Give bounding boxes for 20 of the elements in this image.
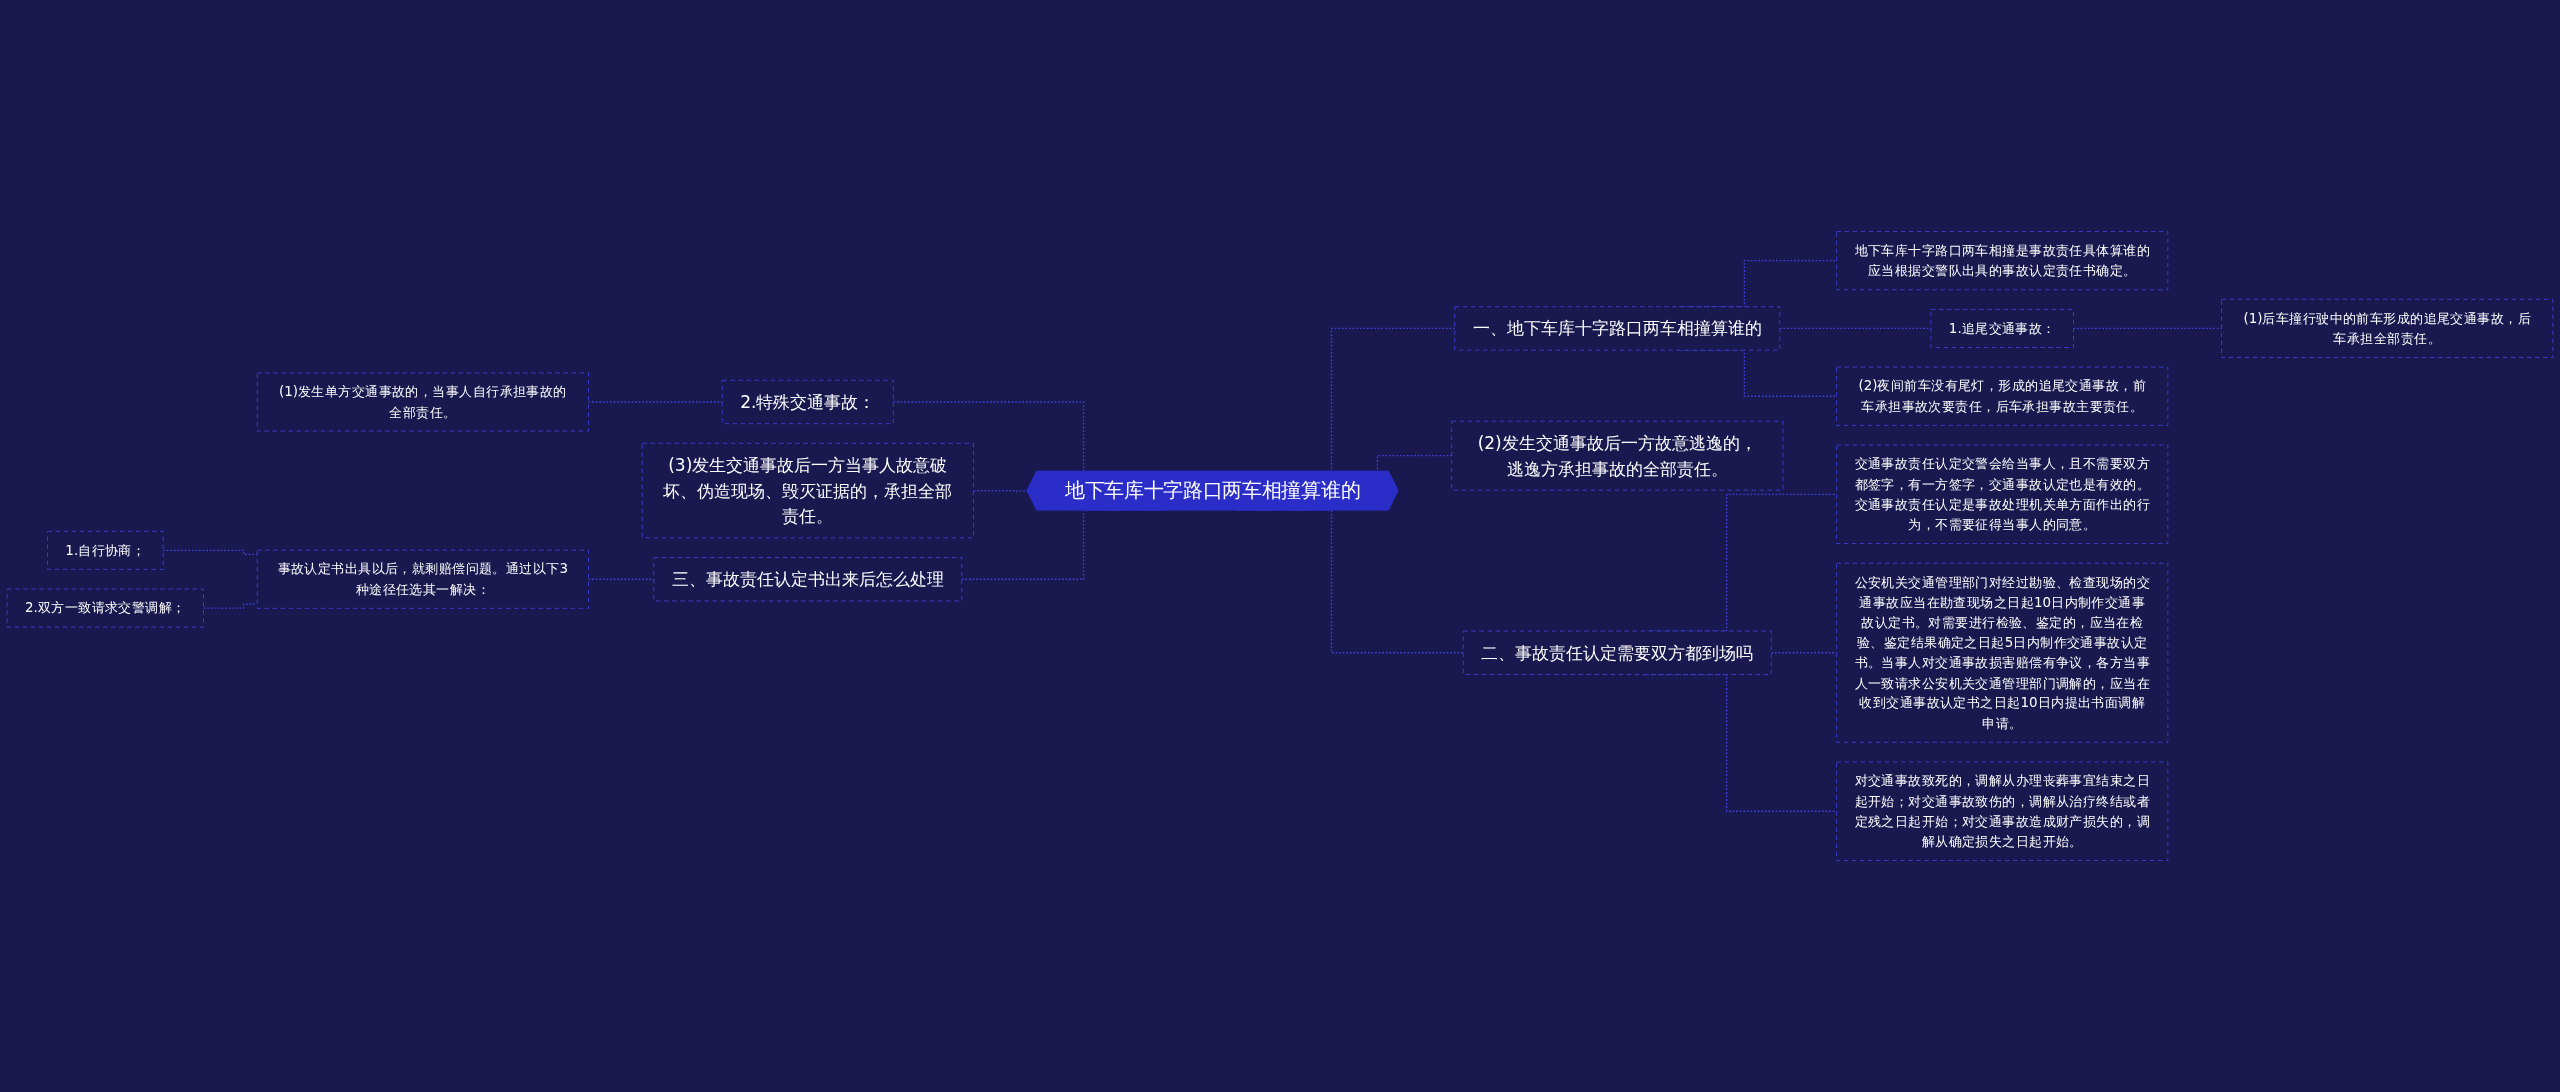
node-box: 2.特殊交通事故：	[721, 379, 894, 425]
node-box: (1)后车撞行驶中的前车形成的追尾交通事故，后车承担全部责任。	[2221, 298, 2554, 358]
node-box: 三、事故责任认定书出来后怎么处理	[653, 557, 963, 602]
node-box: 一、地下车库十字路口两车相撞算谁的	[1454, 306, 1781, 351]
node-box: (2)发生交通事故后一方故意逃逸的，逃逸方承担事故的全部责任。	[1451, 420, 1784, 491]
node-box: 1.自行协商；	[47, 530, 164, 570]
node-box: 公安机关交通管理部门对经过勘验、检查现场的交通事故应当在勘查现场之日起10日内制作交通事故认定书。对需要进行检验、鉴定的，应当在检验、鉴定结果确定之日起5日内制作交通事故认定书。当事人对交通事故损害赔偿有争议，各方当事人一致请求公安机关交通管理部门调解的，应当在收到交通事故认定书之日起10日内提出书面调解申请。	[1836, 562, 2169, 743]
node-box: 地下车库十字路口两车相撞是事故责任具体算谁的应当根据交警队出具的事故认定责任书确定。	[1836, 231, 2169, 291]
connector	[587, 578, 655, 580]
node-box: (1)发生单方交通事故的，当事人自行承担事故的全部责任。	[256, 372, 589, 432]
connector	[587, 401, 723, 403]
connector	[202, 603, 258, 609]
node-box: (2)夜间前车没有尾灯，形成的追尾交通事故，前车承担事故次要责任，后车承担事故主要责任。	[1836, 366, 2169, 426]
node-box: 对交通事故致死的，调解从办理丧葬事宜结束之日起开始；对交通事故致伤的，调解从治疗终结或者定残之日起开始；对交通事故造成财产损失的，调解从确定损失之日起开始。	[1836, 761, 2169, 861]
node-box: 交通事故责任认定交警会给当事人，且不需要双方都签字，有一方签字，交通事故认定也是有效的。交通事故责任认定是事故处理机关单方面作出的行为，不需要征得当事人的同意。	[1836, 444, 2169, 544]
node-box: 二、事故责任认定需要双方都到场吗	[1462, 630, 1772, 675]
node-box: 2.双方一致请求交警调解；	[6, 588, 204, 628]
node-box: (3)发生交通事故后一方当事人故意破坏、伪造现场、毁灭证据的，承担全部责任。	[641, 442, 974, 539]
node-box: 1.追尾交通事故：	[1930, 309, 2074, 348]
node-box: 事故认定书出具以后，就剩赔偿问题。通过以下3种途径任选其一解决：	[256, 549, 589, 609]
